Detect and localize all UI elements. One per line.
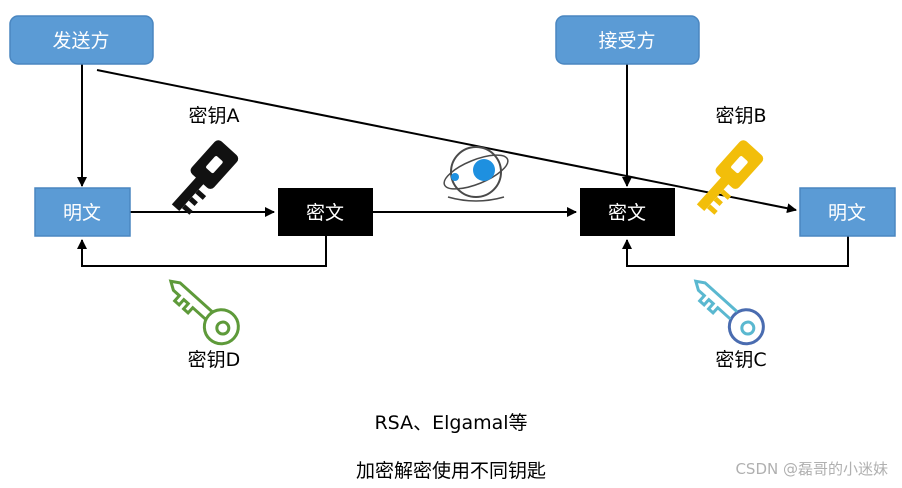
- node-receiver: 接受方: [555, 15, 700, 65]
- node-ciphertext-left-label: 密文: [306, 202, 344, 224]
- return-plaintext-to-ciphertext: [622, 236, 849, 267]
- network-transmission-icon: [443, 146, 509, 202]
- node-receiver-label: 接受方: [598, 30, 655, 52]
- key-c-label: 密钥C: [715, 349, 766, 371]
- key-b-icon: [696, 140, 764, 215]
- node-ciphertext-right-label: 密文: [608, 202, 646, 224]
- node-plaintext-right-label: 明文: [828, 202, 866, 224]
- node-plaintext-left-box: [34, 187, 131, 237]
- note-caption: 加密解密使用不同钥匙: [355, 460, 546, 482]
- key-d-label: 密钥D: [188, 349, 241, 371]
- key-a-icon: [171, 140, 239, 215]
- return-ciphertext-to-plaintext: [77, 236, 327, 267]
- node-plaintext-right: 明文: [799, 187, 896, 237]
- key-a-label: 密钥A: [189, 105, 240, 127]
- node-plaintext-left: 明文: [34, 187, 131, 237]
- node-sender-box: [9, 15, 154, 65]
- node-sender-label: 发送方: [52, 30, 109, 52]
- node-plaintext-right-box: [799, 187, 896, 237]
- node-ciphertext-left: 密文: [278, 188, 373, 236]
- arrow-sender-to-right-plaintext: [96, 69, 797, 214]
- watermark: CSDN @磊哥的小迷妹: [735, 460, 888, 478]
- node-ciphertext-right: 密文: [580, 188, 675, 236]
- key-d-icon: [168, 279, 240, 346]
- node-receiver-box: [555, 15, 700, 65]
- node-sender: 发送方: [9, 15, 154, 65]
- node-plaintext-left-label: 明文: [63, 202, 101, 224]
- algorithms-caption: RSA、Elgamal等: [374, 412, 528, 434]
- node-ciphertext-right-box: [580, 188, 675, 236]
- connectors: [77, 64, 849, 267]
- key-b-label: 密钥B: [715, 105, 766, 127]
- node-ciphertext-left-box: [278, 188, 373, 236]
- key-c-icon: [693, 279, 765, 346]
